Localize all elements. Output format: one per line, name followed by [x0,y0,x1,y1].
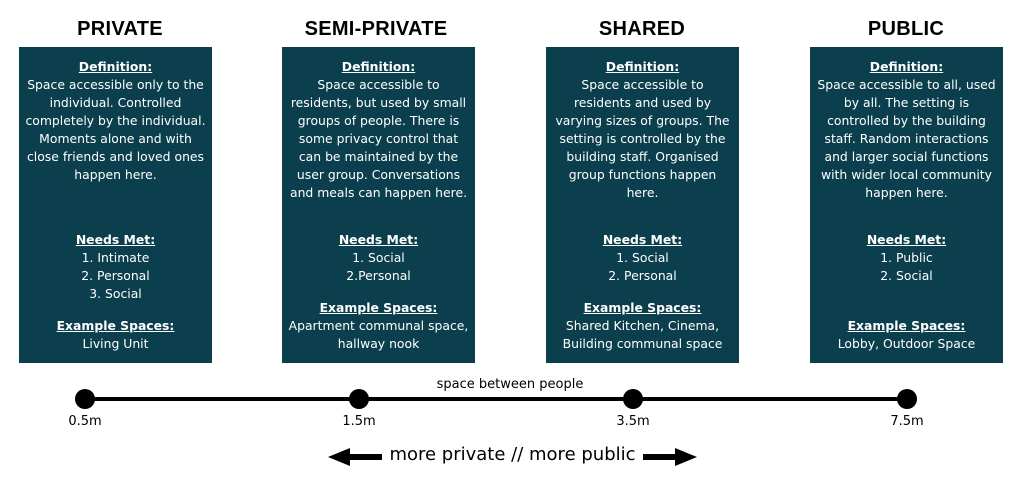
card-public: Definition: Space accessible to all, use… [810,47,1003,363]
need-item: 1. Social [352,250,405,265]
need-item: 1. Public [880,250,933,265]
direction-label: more private // more public [389,444,636,465]
examples-text: Shared Kitchen, Cinema, Building communa… [562,318,723,351]
examples-section: Example Spaces: Lobby, Outdoor Space [816,317,997,353]
scale-dot [75,389,95,409]
scale-tick-label: 7.5m [890,414,924,429]
definition-title: Definition: [605,59,680,74]
examples-title: Example Spaces: [847,318,966,333]
need-item: 1. Intimate [81,250,150,265]
examples-section: Example Spaces: Shared Kitchen, Cinema, … [552,299,733,353]
examples-title: Example Spaces: [319,300,438,315]
arrow-right-icon [643,448,697,466]
needs-section: Needs Met: 1. Social 2.Personal [288,231,469,285]
card-shared: Definition: Space accessible to resident… [546,47,739,363]
definition-text: Space accessible to all, used by all. Th… [817,77,996,200]
need-item: 3. Social [89,286,142,301]
definition-text: Space accessible to residents and used b… [555,77,730,200]
scale-line [84,397,909,401]
needs-section: Needs Met: 1. Social 2. Personal [552,231,733,285]
needs-section: Needs Met: 1. Public 2. Social [816,231,997,285]
definition-text: Space accessible to residents, but used … [289,77,468,200]
needs-title: Needs Met: [602,232,683,247]
scale-title: space between people [436,377,584,392]
need-item: 2.Personal [346,268,411,283]
scale-dot [623,389,643,409]
need-item: 2. Personal [608,268,677,283]
examples-text: Living Unit [82,336,149,351]
column-heading-shared: SHARED [598,18,686,40]
examples-section: Example Spaces: Apartment communal space… [288,299,469,353]
needs-title: Needs Met: [75,232,156,247]
scale-dot [349,389,369,409]
needs-title: Needs Met: [866,232,947,247]
examples-title: Example Spaces: [56,318,175,333]
definition-title: Definition: [78,59,153,74]
scale-tick-label: 1.5m [342,414,376,429]
examples-text: Lobby, Outdoor Space [837,336,976,351]
examples-section: Example Spaces: Living Unit [25,317,206,353]
definition-title: Definition: [869,59,944,74]
needs-title: Needs Met: [338,232,419,247]
examples-text: Apartment communal space, hallway nook [288,318,469,351]
arrow-left-icon [328,448,382,466]
direction-row: more private // more public [320,444,705,470]
needs-section: Needs Met: 1. Intimate 2. Personal 3. So… [25,231,206,303]
scale-tick-label: 3.5m [616,414,650,429]
definition-title: Definition: [341,59,416,74]
need-item: 2. Personal [81,268,150,283]
card-private: Definition: Space accessible only to the… [19,47,212,363]
scale-dot [897,389,917,409]
need-item: 1. Social [616,250,669,265]
definition-text: Space accessible only to the individual.… [25,77,206,182]
scale-tick-label: 0.5m [68,414,102,429]
column-heading-public: PUBLIC [867,18,945,40]
column-heading-semi-private: SEMI-PRIVATE [304,18,448,40]
card-semi-private: Definition: Space accessible to resident… [282,47,475,363]
column-heading-private: PRIVATE [77,18,163,40]
need-item: 2. Social [880,268,933,283]
examples-title: Example Spaces: [583,300,702,315]
